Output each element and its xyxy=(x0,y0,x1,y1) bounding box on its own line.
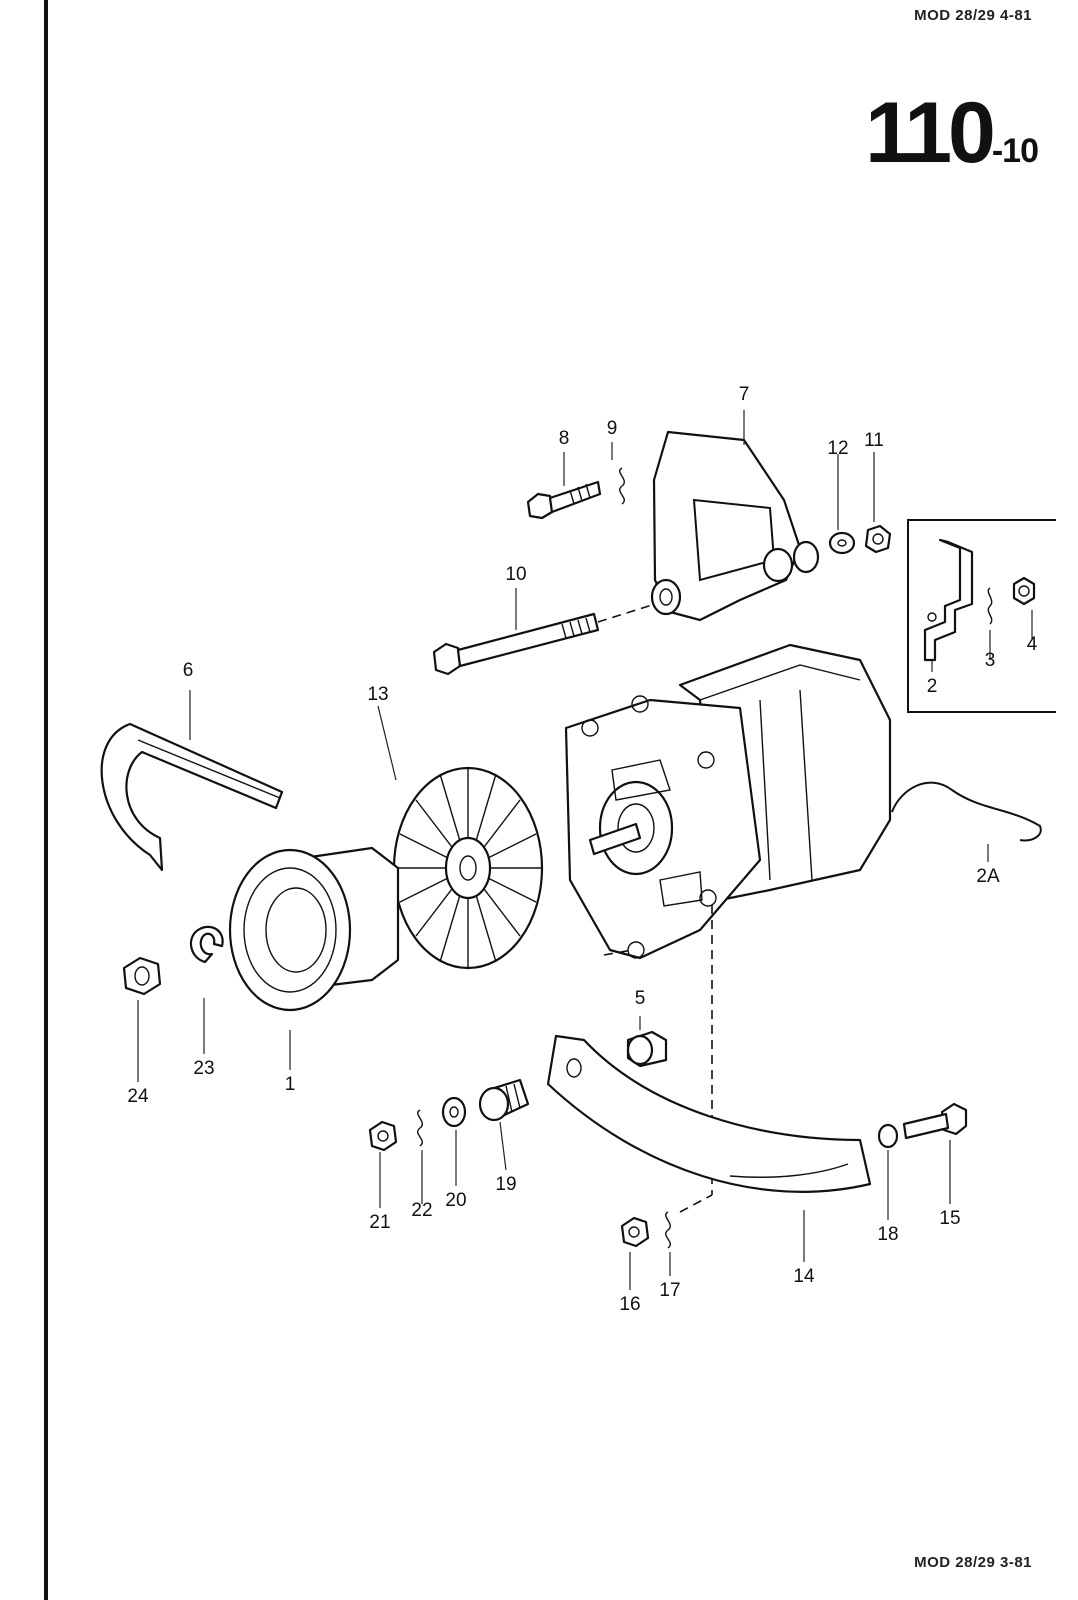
callout-21: 21 xyxy=(369,1212,390,1233)
callout-16: 16 xyxy=(619,1294,640,1315)
callout-9: 9 xyxy=(607,418,618,439)
pulley-1-part xyxy=(228,846,400,1012)
callout-20: 20 xyxy=(445,1190,466,1211)
page-code-number: 110 xyxy=(865,85,996,181)
page-binding-edge xyxy=(44,0,48,1600)
nut-24-part xyxy=(122,956,162,996)
lock-washer-17-part xyxy=(665,1211,671,1249)
callout-11: 11 xyxy=(864,430,884,451)
nut-11-part xyxy=(864,524,892,554)
callout-10: 10 xyxy=(505,564,526,585)
callout-24: 24 xyxy=(127,1086,149,1107)
inset-box xyxy=(907,519,1056,713)
callout-3: 3 xyxy=(985,650,996,671)
callout-17: 17 xyxy=(659,1280,680,1301)
callout-15: 15 xyxy=(939,1208,960,1229)
mounting-bracket-7-part xyxy=(650,430,820,622)
callout-6: 6 xyxy=(183,660,194,681)
header-model-date: MOD 28/29 4-81 xyxy=(914,7,1032,24)
bolt-15-part xyxy=(902,1102,968,1140)
tension-strap-14-part xyxy=(546,1034,872,1193)
lock-washer-3-part xyxy=(987,587,993,625)
callout-2: 2 xyxy=(927,676,938,697)
lock-washer-9-part xyxy=(619,467,625,505)
page-code-suffix: -10 xyxy=(991,132,1039,170)
bolt-10-part xyxy=(432,604,653,676)
bracket-2-part xyxy=(923,538,974,662)
leader-lines xyxy=(137,410,1033,1290)
washer-20-part xyxy=(441,1096,467,1128)
callout-2a: 2A xyxy=(976,866,1000,887)
callout-7: 7 xyxy=(739,384,750,405)
fan-13-part xyxy=(392,766,544,970)
callout-8: 8 xyxy=(559,428,570,449)
callout-4: 4 xyxy=(1027,634,1038,655)
nut-4-part xyxy=(1012,576,1036,606)
callout-14: 14 xyxy=(793,1266,815,1287)
callout-22: 22 xyxy=(411,1200,432,1221)
lock-washer-23-part xyxy=(189,925,224,964)
bolt-8-part xyxy=(526,480,602,520)
v-belt-6-part xyxy=(100,722,284,872)
callout-labels: 1 2 2A 3 4 5 6 7 8 9 10 11 12 13 14 15 1… xyxy=(127,384,1037,1315)
washer-12-part xyxy=(828,531,856,555)
lock-washer-22-part xyxy=(417,1109,423,1147)
nut-21-part xyxy=(368,1120,398,1152)
callout-13: 13 xyxy=(367,684,388,705)
alternator-part xyxy=(564,643,892,1195)
callout-23: 23 xyxy=(193,1058,214,1079)
footer-model-date: MOD 28/29 3-81 xyxy=(914,1554,1032,1571)
callout-1: 1 xyxy=(285,1074,296,1095)
wire-2a-part xyxy=(891,781,1042,842)
page-code: 110-10 xyxy=(865,84,1039,183)
washer-18-part xyxy=(877,1123,899,1149)
callout-5: 5 xyxy=(635,988,646,1009)
nut-16-part xyxy=(620,1216,650,1248)
callout-19: 19 xyxy=(495,1174,516,1195)
callout-18: 18 xyxy=(877,1224,898,1245)
callout-12: 12 xyxy=(827,438,848,459)
spacer-5-part xyxy=(626,1030,668,1068)
bushing-19-part xyxy=(478,1078,530,1122)
